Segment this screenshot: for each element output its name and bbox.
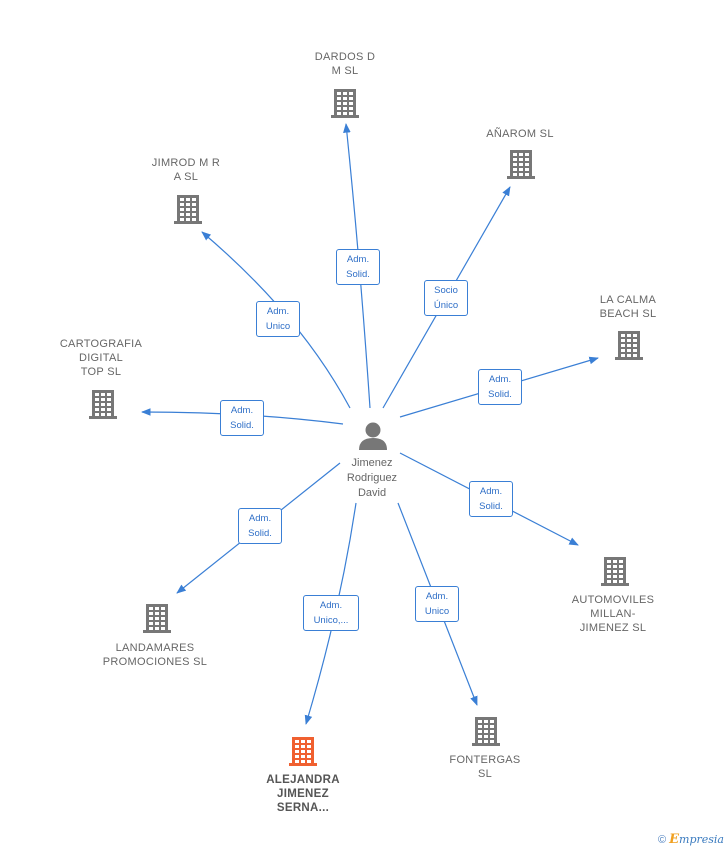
company-label[interactable]: DARDOS D M SL xyxy=(314,51,376,77)
relation-badge-jimrod[interactable]: Adm. Unico xyxy=(256,301,300,337)
center-person-name[interactable]: Jimenez Rodriguez David xyxy=(346,457,398,499)
company-label[interactable]: AUTOMOVILES MILLAN- JIMENEZ SL xyxy=(571,594,655,634)
building-icon-anarom[interactable] xyxy=(507,150,535,179)
company-label[interactable]: ALEJANDRA JIMENEZ SERNA... xyxy=(266,774,340,814)
brand-logo: Empresia xyxy=(669,832,724,847)
company-node-cartografia[interactable]: CARTOGRAFIA DIGITAL TOP SL xyxy=(45,337,157,379)
relation-badge-alejandra[interactable]: Adm. Unico,... xyxy=(303,595,359,631)
relation-badge-fontergas[interactable]: Adm. Unico xyxy=(415,586,459,622)
relation-badge-landamares[interactable]: Adm. Solid. xyxy=(238,508,282,544)
building-icon-dardos[interactable] xyxy=(331,89,359,118)
company-label[interactable]: LA CALMA BEACH SL xyxy=(599,294,657,320)
company-label[interactable]: FONTERGAS SL xyxy=(449,754,521,780)
company-label[interactable]: JIMROD M R A SL xyxy=(151,157,221,183)
relation-badge-lacalma[interactable]: Adm. Solid. xyxy=(478,369,522,405)
relation-badge-anarom[interactable]: Socio Único xyxy=(424,280,468,316)
relation-badge-automoviles[interactable]: Adm. Solid. xyxy=(469,481,513,517)
company-label[interactable]: AÑAROM SL xyxy=(486,128,554,140)
building-icon-jimrod[interactable] xyxy=(174,195,202,224)
company-node-lacalma[interactable]: LA CALMA BEACH SL xyxy=(578,293,678,321)
company-node-alejandra[interactable]: ALEJANDRA JIMENEZ SERNA... xyxy=(248,773,358,815)
company-label[interactable]: CARTOGRAFIA DIGITAL TOP SL xyxy=(59,338,143,378)
company-node-landamares[interactable]: LANDAMARES PROMOCIONES SL xyxy=(85,641,225,669)
company-node-fontergas[interactable]: FONTERGAS SL xyxy=(430,753,540,781)
company-node-anarom[interactable]: AÑAROM SL xyxy=(470,127,570,141)
person-icon xyxy=(359,422,387,450)
copyright-icon: © xyxy=(657,834,667,846)
company-node-jimrod[interactable]: JIMROD M R A SL xyxy=(132,156,240,184)
company-node-dardos[interactable]: DARDOS D M SL xyxy=(290,50,400,78)
company-node-automoviles[interactable]: AUTOMOVILES MILLAN- JIMENEZ SL xyxy=(555,593,671,635)
building-icon-lacalma[interactable] xyxy=(615,331,643,360)
building-icon-alejandra[interactable] xyxy=(289,737,317,766)
building-icon-landamares[interactable] xyxy=(143,604,171,633)
building-icon-fontergas[interactable] xyxy=(472,717,500,746)
building-icon-automoviles[interactable] xyxy=(601,557,629,586)
building-icon-cartografia[interactable] xyxy=(89,390,117,419)
footer-credit[interactable]: © Empresia xyxy=(658,832,724,847)
relation-badge-dardos[interactable]: Adm. Solid. xyxy=(336,249,380,285)
relation-badge-cartografia[interactable]: Adm. Solid. xyxy=(220,400,264,436)
company-label[interactable]: LANDAMARES PROMOCIONES SL xyxy=(102,642,208,668)
